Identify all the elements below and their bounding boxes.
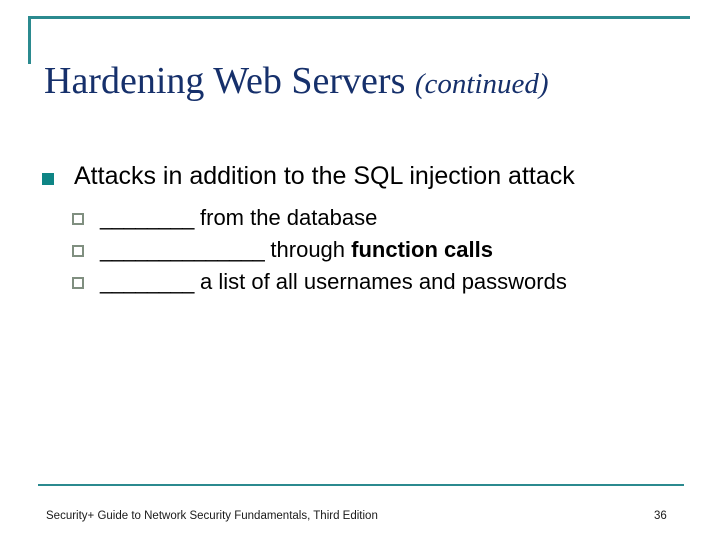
bullet-level1: Attacks in addition to the SQL injection…: [42, 160, 692, 193]
hollow-square-bullet-icon: [72, 245, 84, 257]
hollow-square-bullet-icon: [72, 277, 84, 289]
fill-in-blank: ______________: [100, 237, 265, 262]
footer-source: Security+ Guide to Network Security Fund…: [46, 510, 378, 522]
sub-bullet-text: from the database: [193, 205, 378, 230]
list-item: ________ a list of all usernames and pas…: [70, 266, 692, 297]
square-bullet-icon: [42, 173, 54, 185]
fill-in-blank: ________: [100, 205, 194, 230]
page-title-main: Hardening Web Servers: [44, 60, 415, 102]
top-accent-rule: [28, 16, 690, 19]
slide-body: Attacks in addition to the SQL injection…: [42, 160, 692, 298]
fill-in-blank: ________: [100, 269, 194, 294]
sub-bullet-bold-text: function calls: [351, 237, 493, 262]
bullet-level1-label: Attacks in addition to the SQL injection…: [74, 162, 575, 190]
page-title-continued: (continued): [414, 68, 549, 100]
sub-bullet-text: a list of all usernames and passwords: [193, 269, 567, 294]
list-item: ______________ through function calls: [70, 234, 692, 265]
footer-accent-rule: [38, 484, 684, 486]
sub-bullet-list: ________ from the database _____________…: [42, 202, 692, 297]
left-accent-rule: [28, 16, 31, 64]
footer-page-number: 36: [654, 510, 667, 522]
sub-bullet-text: through: [264, 237, 352, 262]
hollow-square-bullet-icon: [72, 213, 84, 225]
page-title: Hardening Web Servers (continued): [44, 58, 684, 107]
list-item: ________ from the database: [70, 202, 692, 233]
